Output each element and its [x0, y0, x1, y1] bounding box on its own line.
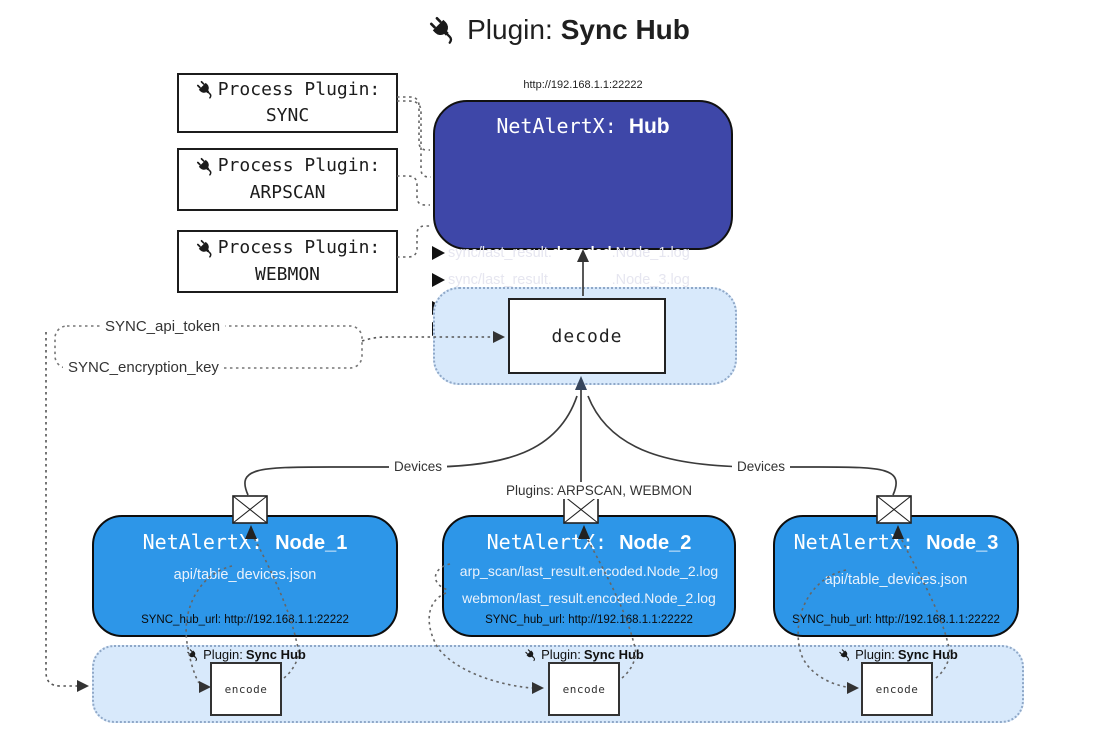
plug-icon [427, 14, 459, 46]
encode-box: encode [210, 662, 282, 716]
sync-api-token-label: SYNC_api_token [100, 317, 226, 336]
sync-encryption-key-label: SYNC_encryption_key [63, 358, 224, 377]
plug-icon [838, 648, 852, 662]
process-plugin-webmon: Process Plugin: WEBMON [177, 230, 398, 293]
title-name: Sync Hub [560, 14, 690, 45]
hub-title-label: NetAlertX: [496, 114, 617, 138]
encoder-plugin-label: Plugin:Sync Hub [808, 647, 988, 662]
plug-icon [195, 156, 216, 177]
netalertx-node-1: NetAlertX: Node_1 api/table_devices.json… [92, 515, 398, 637]
hub-file-row: sync/last_result.decoded.Node_3.log [432, 272, 690, 288]
netalertx-hub: NetAlertX: Hub sync/last_result.decoded.… [432, 100, 733, 337]
node-file: api/table_devices.json [173, 567, 317, 583]
diagram-title: Plugin: Sync Hub [0, 14, 1117, 46]
node-hub-url: SYNC_hub_url: http://192.168.1.1:22222 [141, 614, 349, 626]
arrow-right-icon [432, 273, 445, 287]
arrow-right-icon [432, 246, 445, 260]
process-plugin-name: SYNC [265, 105, 310, 126]
devices-edge-label: Devices [389, 458, 448, 475]
process-plugin-arpscan: Process Plugin: ARPSCAN [177, 148, 398, 211]
process-plugin-label: Process Plugin: [217, 155, 381, 177]
plug-icon [195, 238, 216, 259]
process-plugin-name: WEBMON [254, 263, 321, 285]
process-plugin-name: ARPSCAN [249, 181, 326, 203]
hub-title: NetAlertX: Hub [435, 114, 731, 139]
node-hub-url: SYNC_hub_url: http://192.168.1.1:22222 [792, 614, 1000, 626]
node-file: api/table_devices.json [824, 572, 968, 588]
plug-icon [186, 648, 200, 662]
process-plugin-label: Process Plugin: [217, 237, 381, 259]
hub-file-row: sync/last_result.decoded.Node_1.log [432, 245, 690, 261]
hub-title-name: Hub [628, 115, 670, 138]
netalertx-node-3: NetAlertX: Node_3 api/table_devices.json… [773, 515, 1019, 637]
node-file: webmon/last_result.encoded.Node_2.log [462, 590, 716, 606]
title-label: Plugin: [467, 14, 553, 45]
encoder-plugin-label: Plugin:Sync Hub [494, 647, 674, 662]
process-plugin-label: Process Plugin: [217, 78, 381, 100]
node-hub-url: SYNC_hub_url: http://192.168.1.1:22222 [485, 614, 693, 626]
encode-box: encode [861, 662, 933, 716]
decode-box: decode [508, 298, 666, 374]
plug-icon [195, 79, 216, 100]
node-file: arp_scan/last_result.encoded.Node_2.log [459, 563, 719, 579]
node-title: NetAlertX: Node_1 [142, 530, 348, 554]
node-title: NetAlertX: Node_3 [793, 530, 999, 554]
plug-icon [524, 648, 538, 662]
netalertx-node-2: NetAlertX: Node_2 arp_scan/last_result.e… [442, 515, 736, 637]
devices-edge-label: Devices [732, 458, 791, 475]
encoder-plugin-label: Plugin:Sync Hub [156, 647, 336, 662]
encode-box: encode [548, 662, 620, 716]
node-title: NetAlertX: Node_2 [486, 530, 692, 554]
plugins-edge-label: Plugins: ARPSCAN, WEBMON [501, 482, 698, 499]
hub-url: http://192.168.1.1:22222 [523, 79, 643, 91]
process-plugin-sync: Process Plugin: SYNC [177, 73, 398, 133]
